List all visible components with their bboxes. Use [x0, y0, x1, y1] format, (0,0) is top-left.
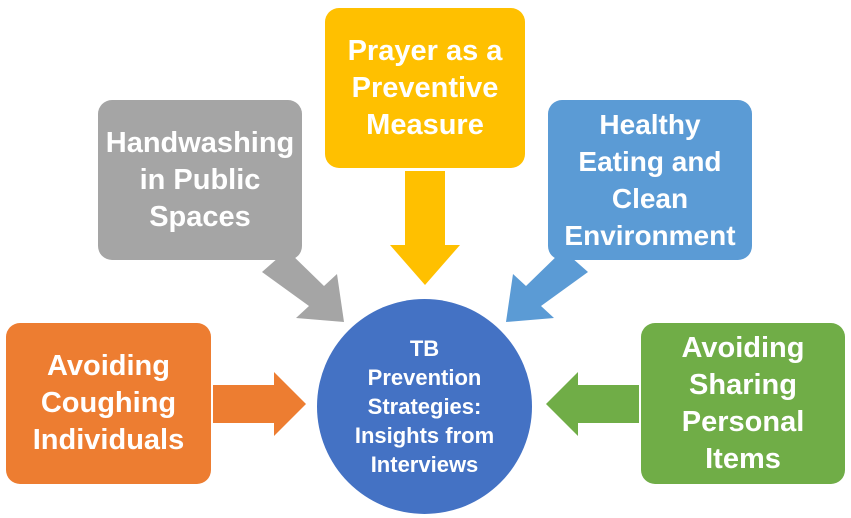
- healthy-eating-box: Healthy Eating and Clean Environment: [548, 100, 752, 260]
- arrow-healthy-eating: [506, 250, 588, 322]
- handwashing-box: Handwashing in Public Spaces: [98, 100, 302, 260]
- arrow-avoiding-sharing: [546, 372, 639, 436]
- center-circle: TB Prevention Strategies: Insights from …: [317, 299, 532, 514]
- arrow-avoiding-coughing: [213, 372, 306, 436]
- prayer-box: Prayer as a Preventive Measure: [325, 8, 525, 168]
- arrow-prayer: [390, 171, 460, 285]
- avoiding-coughing-box: Avoiding Coughing Individuals: [6, 323, 211, 484]
- arrow-handwashing: [262, 250, 344, 322]
- avoiding-sharing-box: Avoiding Sharing Personal Items: [641, 323, 845, 484]
